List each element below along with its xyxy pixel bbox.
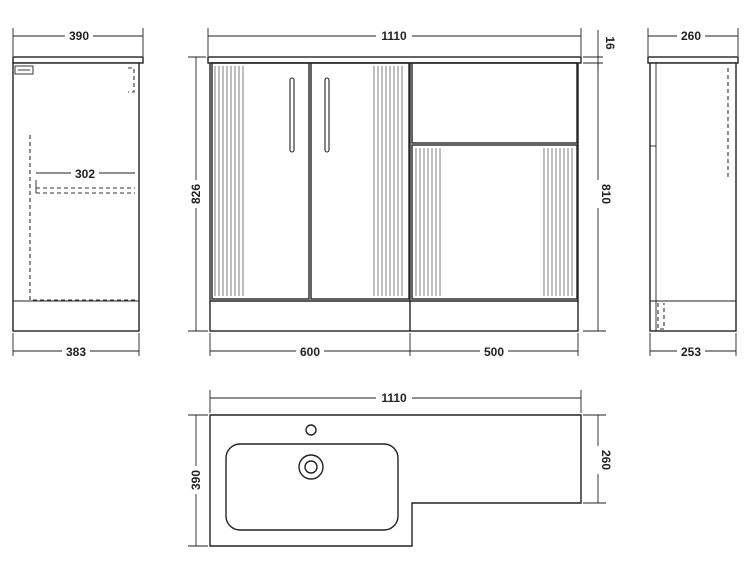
door-flutes <box>214 66 403 296</box>
drawer-flutes <box>415 148 573 296</box>
right-door <box>310 62 410 300</box>
left-door-handle <box>289 77 295 153</box>
plan-depth: 390 <box>189 470 203 490</box>
basin-bowl <box>225 443 399 531</box>
right-side-view: 260 253 <box>647 27 739 359</box>
waste-outer <box>298 454 324 480</box>
left-side-dashed-interior <box>29 135 135 301</box>
front-view: 1110 16 826 810 600 500 <box>187 27 617 359</box>
left-side-top-width: 390 <box>69 29 89 43</box>
left-side-view: 390 302 383 <box>12 27 144 359</box>
right-side-cabinet <box>649 62 737 332</box>
plan-return-depth: 260 <box>599 450 613 470</box>
carcass-height: 810 <box>599 184 613 204</box>
top-drawer <box>411 62 578 144</box>
front-worktop <box>207 56 582 64</box>
right-side-top-width: 260 <box>681 29 701 43</box>
basin-top-outline <box>209 414 582 547</box>
hinge-symbol <box>14 65 34 75</box>
right-side-worktop <box>647 56 739 64</box>
left-side-worktop <box>12 56 144 64</box>
plan-view: 1110 390 260 <box>187 389 613 547</box>
right-side-bottom-width: 253 <box>681 345 701 359</box>
left-side-bottom-width: 383 <box>66 345 86 359</box>
right-unit-width: 500 <box>484 345 504 359</box>
tap-hole <box>305 424 317 436</box>
plan-overall-width: 1110 <box>381 391 407 405</box>
left-door <box>211 62 310 300</box>
left-side-inner-width: 302 <box>75 167 95 181</box>
left-side-dashed-rail <box>128 67 135 93</box>
bottom-drawer <box>411 144 578 300</box>
front-height: 826 <box>189 184 203 204</box>
left-unit-width: 600 <box>300 345 320 359</box>
left-side-cabinet <box>12 62 140 332</box>
worktop-thickness: 16 <box>603 36 617 50</box>
front-overall-width: 1110 <box>381 29 407 43</box>
waste-inner <box>304 460 318 474</box>
right-door-handle <box>324 77 330 153</box>
